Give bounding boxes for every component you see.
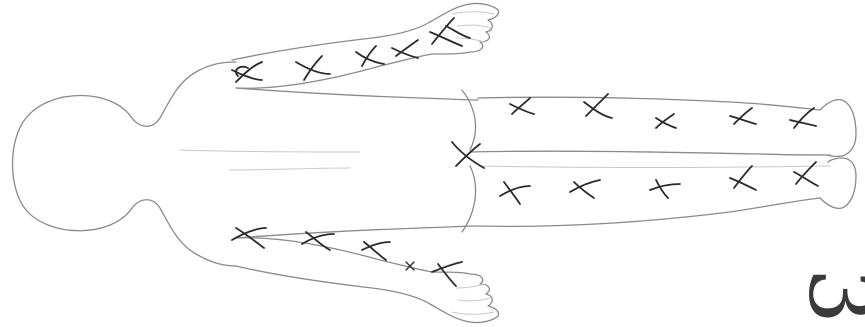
marks-lumbar <box>452 142 484 168</box>
cross-mark <box>446 26 470 38</box>
torso-outline-bottom <box>236 226 478 238</box>
cross-mark <box>296 56 330 80</box>
buttock-upper <box>462 90 476 150</box>
body-outline <box>13 3 857 322</box>
cross-mark <box>232 62 262 82</box>
cross-mark <box>790 108 816 128</box>
cross-mark <box>500 182 530 204</box>
lower-arm-outline <box>236 266 430 304</box>
buttock-lower <box>462 166 476 232</box>
upper-foot-outline <box>820 100 856 157</box>
cross-mark <box>362 242 390 260</box>
upper-arm-outline <box>232 22 430 60</box>
cross-mark <box>730 108 756 124</box>
cross-mark <box>650 180 680 198</box>
cross-mark <box>432 262 462 286</box>
neck-outline-top <box>132 62 236 126</box>
marks-lower-leg <box>500 162 818 204</box>
cross-mark <box>356 46 384 66</box>
marks-lower-arm <box>232 228 462 286</box>
torso-outline-top <box>236 88 478 100</box>
cross-mark <box>392 40 418 58</box>
cross-mark <box>730 166 756 190</box>
lower-foot-outline <box>820 158 856 208</box>
page-number: 3 <box>789 268 865 324</box>
lower-leg-outline <box>478 198 820 226</box>
marks-upper-arm <box>232 18 470 82</box>
lower-hand-outline <box>430 272 499 323</box>
cross-mark-midline <box>452 142 484 168</box>
cross-mark <box>510 98 534 114</box>
cross-mark <box>794 162 818 186</box>
head-outline <box>13 96 133 231</box>
cross-mark <box>656 114 676 128</box>
leg-midline <box>470 151 830 155</box>
neck-outline-bottom <box>132 200 236 266</box>
upper-hand-outline <box>430 3 499 54</box>
cross-mark <box>570 180 600 198</box>
